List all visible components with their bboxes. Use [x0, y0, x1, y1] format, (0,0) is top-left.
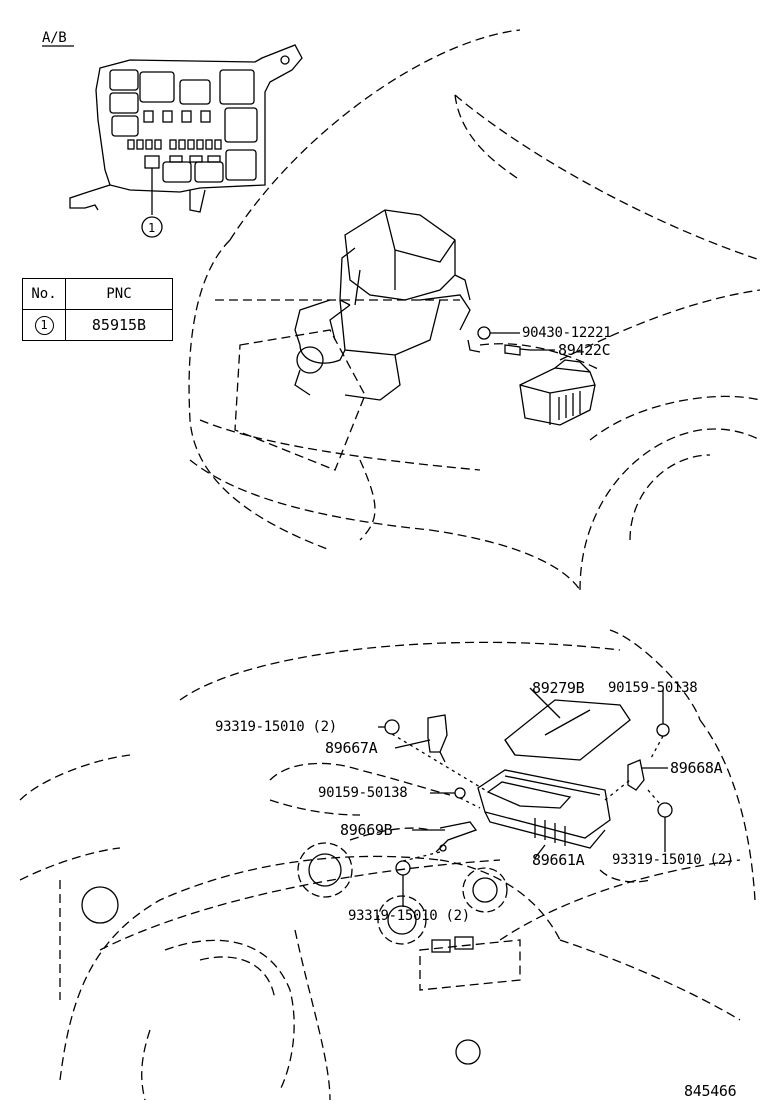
dotted-guides: [391, 733, 664, 862]
part-label-93319-15010-left: 93319-15010 (2): [215, 719, 337, 735]
part-label-93319-15010-right: 93319-15010 (2): [612, 852, 734, 868]
inset-label: A/B: [42, 30, 67, 46]
diagram-number: 845466: [684, 1082, 737, 1100]
airbag-module: [504, 699, 631, 761]
upper-car-outline: [188, 29, 760, 591]
ecu-assembly: [477, 769, 611, 849]
table-row-pnc: 85915B: [65, 309, 173, 341]
fuse-box-inset: [42, 44, 303, 238]
part-label-89279b: 89279B: [532, 679, 585, 697]
part-label-90159-50138-mid: 90159-50138: [318, 785, 408, 801]
lower-leaders: [378, 687, 668, 907]
pnc-table: No. PNC 1 85915B: [22, 278, 173, 341]
table-header-pnc: PNC: [65, 278, 173, 310]
part-label-89668a: 89668A: [670, 759, 723, 777]
part-label-89661a: 89661A: [532, 851, 585, 869]
upper-leaders: [490, 332, 555, 351]
table-row-number: 1: [34, 315, 54, 335]
part-label-89422c: 89422C: [558, 341, 611, 359]
part-label-90430-12221: 90430-12221: [522, 325, 612, 341]
table-row: 1 85915B: [22, 309, 173, 341]
inset-callout-number: 1: [148, 221, 155, 235]
engine-block: [294, 209, 471, 401]
table-header-row: No. PNC: [22, 278, 173, 310]
part-label-89669b: 89669B: [340, 821, 393, 839]
part-label-90159-50138-top: 90159-50138: [608, 680, 698, 696]
table-header-no: No.: [22, 278, 66, 310]
part-label-93319-15010-bottom: 93319-15010 (2): [348, 908, 470, 924]
lower-car-outline: [19, 629, 756, 1101]
brackets: [427, 714, 645, 853]
part-label-89667a: 89667A: [325, 739, 378, 757]
dashboard-vents: [81, 842, 508, 1065]
